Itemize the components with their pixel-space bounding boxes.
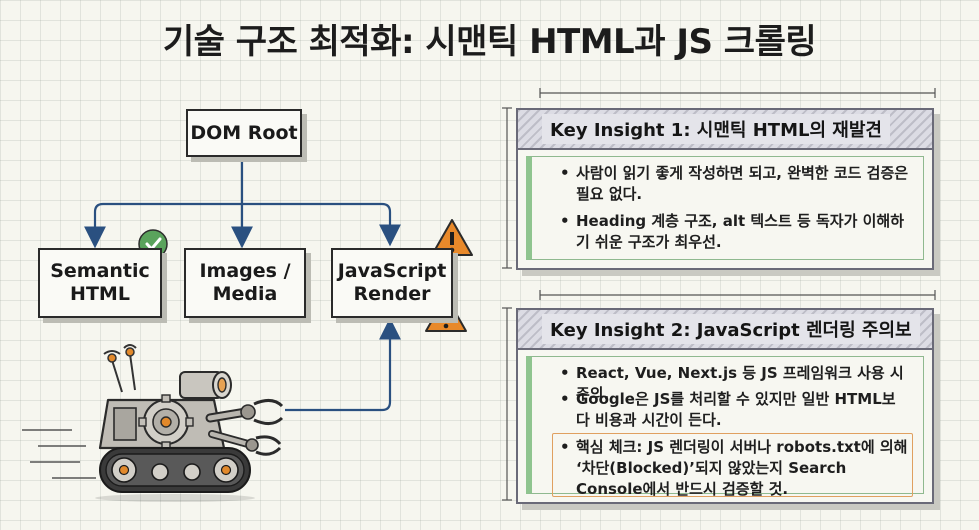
images-media-label: Images / Media [199, 260, 291, 305]
bullet-dot-icon: • [560, 438, 570, 456]
bullet-dot-icon: • [560, 212, 570, 230]
javascript-render-node: JavaScript Render [331, 248, 453, 318]
bullet-dot-icon: • [560, 364, 570, 382]
crawler-robot-icon [22, 344, 284, 502]
page-title: 기술 구조 최적화: 시맨틱 HTML과 JS 크롤링 [162, 22, 817, 62]
javascript-render-label: JavaScript Render [337, 260, 447, 305]
key-check-callout [552, 433, 913, 497]
insight-2-bullet: • React, Vue, Next.js 등 JS 프레임워크 사용 시 주의… [560, 363, 909, 405]
insight-panel-2: Key Insight 2: JavaScript 렌더링 주의보 • Reac… [516, 308, 934, 504]
dom-root-label: DOM Root [190, 121, 298, 144]
insight-panel-1: Key Insight 1: 시맨틱 HTML의 재발견 • 사람이 읽기 좋게… [516, 108, 934, 270]
bullet-dot-icon: • [560, 164, 570, 182]
insight-2-bullet-text: Google은 JS를 처리할 수 있지만 일반 HTML보다 비용과 시간이 … [576, 390, 896, 429]
dom-root-node: DOM Root [186, 109, 302, 157]
dimension-marks [502, 88, 936, 501]
insight-2-bullet: • Google은 JS를 처리할 수 있지만 일반 HTML보다 비용과 시간… [560, 389, 909, 431]
insight-2-bullet-highlight: • 핵심 체크: JS 렌더링이 서버나 robots.txt에 의해 ‘차단(… [560, 437, 909, 500]
insight-1-body: • 사람이 읽기 좋게 작성하면 되고, 완벽한 코드 검증은 필요 없다. •… [526, 156, 924, 260]
bullet-dot-icon: • [560, 390, 570, 408]
insight-1-bullet-text: 사람이 읽기 좋게 작성하면 되고, 완벽한 코드 검증은 필요 없다. [576, 164, 909, 203]
tree-connectors [84, 155, 401, 249]
images-media-node: Images / Media [184, 248, 306, 318]
insight-1-bullet-text: Heading 계층 구조, alt 텍스트 등 독자가 이해하기 쉬운 구조가… [576, 212, 905, 251]
insight-2-bullet-text: React, Vue, Next.js 등 JS 프레임워크 사용 시 주의. [576, 364, 904, 403]
insight-1-bullet: • Heading 계층 구조, alt 텍스트 등 독자가 이해하기 쉬운 구… [560, 211, 909, 253]
insight-2-heading: Key Insight 2: JavaScript 렌더링 주의보 [542, 314, 920, 344]
insight-1-header: Key Insight 1: 시맨틱 HTML의 재발견 [518, 110, 932, 150]
robot-link-arrow [285, 317, 401, 412]
insight-2-body: • React, Vue, Next.js 등 JS 프레임워크 사용 시 주의… [526, 356, 924, 498]
semantic-html-node: Semantic HTML [38, 248, 162, 318]
insight-2-bullet-text: 핵심 체크: JS 렌더링이 서버나 robots.txt에 의해 ‘차단(Bl… [576, 438, 908, 498]
insight-2-header: Key Insight 2: JavaScript 렌더링 주의보 [518, 310, 932, 350]
semantic-html-label: Semantic HTML [50, 260, 150, 305]
insight-1-bullet: • 사람이 읽기 좋게 작성하면 되고, 완벽한 코드 검증은 필요 없다. [560, 163, 909, 205]
insight-1-heading: Key Insight 1: 시맨틱 HTML의 재발견 [542, 114, 890, 144]
